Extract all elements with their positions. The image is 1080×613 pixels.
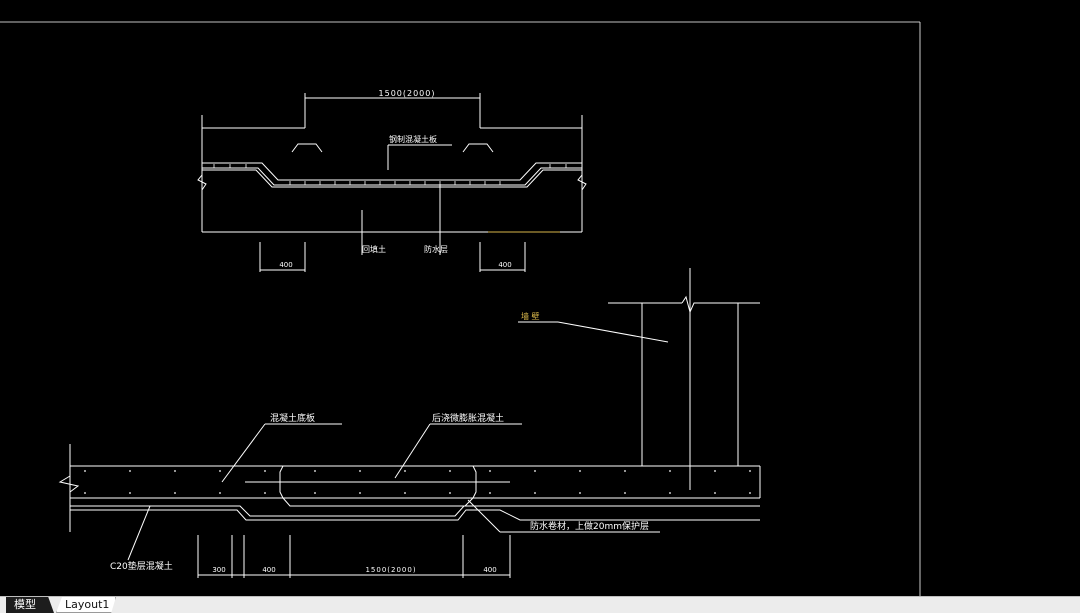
label-wall: 墙 壁 [521, 311, 540, 321]
tab-layout1[interactable]: Layout1 [56, 597, 116, 613]
label-reinforced-slab: 钢制混凝土板 [389, 134, 437, 144]
dim-top-1500: 1500(2000) [379, 89, 436, 98]
paper-border [0, 21, 921, 596]
label-post-pour: 后浇微膨胀混凝土 [432, 412, 504, 424]
dim-bottom-1500: 1500(2000) [365, 566, 416, 574]
dim-top-400-left: 400 [279, 261, 292, 269]
slab-rebar-ticks [213, 164, 567, 185]
dim-bottom-400-right: 400 [483, 566, 496, 574]
bottom-section-detail: 墙 壁 [58, 268, 761, 578]
cad-model-space[interactable]: 1500(2000) [0, 0, 1080, 596]
cad-drawing[interactable]: 1500(2000) [0, 0, 1080, 596]
dim-top-400-right: 400 [498, 261, 511, 269]
label-backfill: 回填土 [362, 244, 386, 254]
tab-model[interactable]: 模型 [6, 597, 54, 613]
label-c20-cushion: C20垫层混凝土 [110, 560, 173, 572]
top-section-detail: 1500(2000) [197, 89, 587, 272]
label-waterproof-membrane: 防水卷材，上做20mm保护层 [530, 520, 649, 532]
dim-bottom-400-left: 400 [262, 566, 275, 574]
label-waterproof-top: 防水层 [424, 244, 448, 254]
layout-tab-bar: 模型 Layout1 [0, 596, 1080, 613]
slab-rebar-dots [84, 470, 751, 494]
dim-bottom-300: 300 [212, 566, 225, 574]
label-floor-slab: 混凝土底板 [270, 412, 315, 424]
